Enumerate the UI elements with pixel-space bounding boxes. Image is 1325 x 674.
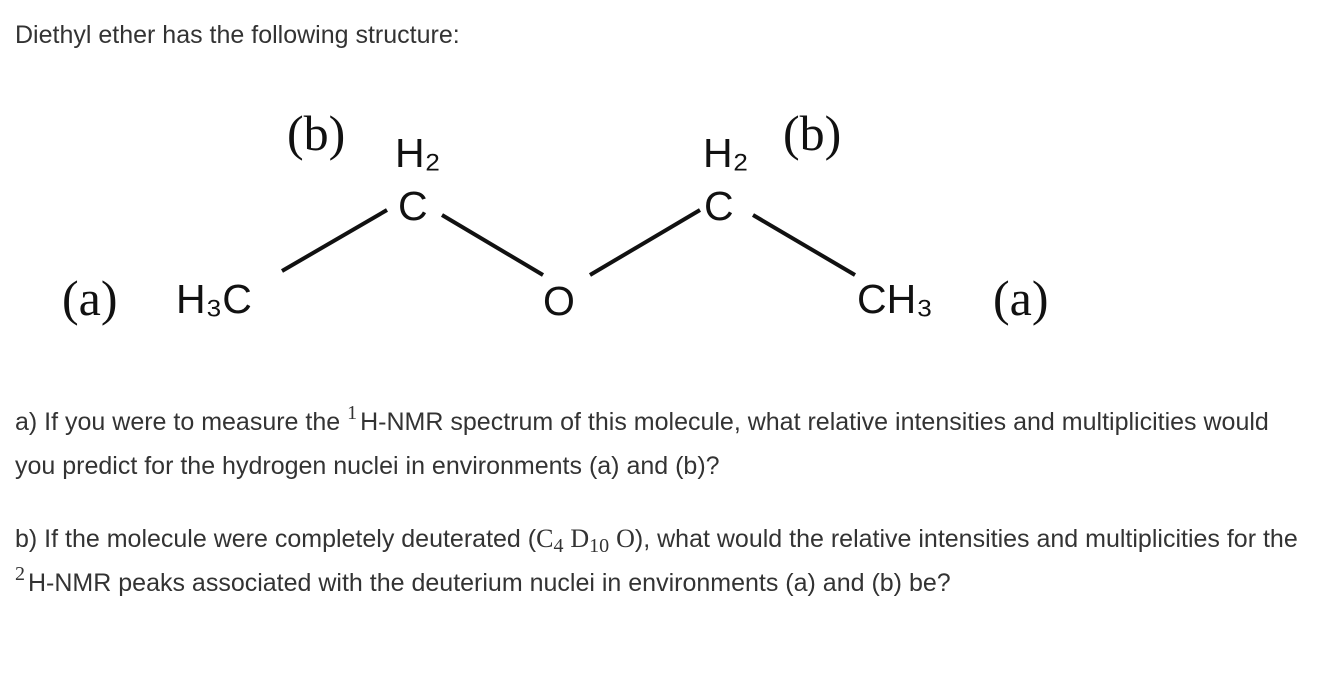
formula-d-sub: 10 (589, 535, 610, 557)
formula-c: C (536, 524, 554, 553)
question-a-rest: H-NMR spectrum of this molecule, what re… (15, 408, 1269, 480)
ch3-right: CH₃ (857, 276, 933, 322)
bond-ch3-ch2-left (280, 208, 389, 273)
question-b-rest: H-NMR peaks associated with the deuteriu… (28, 569, 951, 597)
c-right: C (704, 183, 734, 229)
env-a-left: (a) (62, 270, 118, 326)
h2-left: H₂ (395, 130, 441, 176)
formula-d: D (570, 524, 590, 553)
h2-right: H₂ (703, 130, 749, 176)
env-b-right: (b) (783, 105, 841, 161)
h3c-left: H₃C (176, 276, 252, 322)
env-a-right: (a) (993, 270, 1049, 326)
question-b: b) If the molecule were completely deute… (15, 517, 1305, 605)
c-left: C (398, 183, 428, 229)
intro-text: Diethyl ether has the following structur… (15, 21, 460, 49)
diethyl-ether-structure: (b) H₂ C H₂ (b) C (a) H₃C O CH₃ (a) (62, 105, 1049, 326)
question-a-superscript: 1 (347, 402, 358, 424)
bond-ch2-o-left (440, 213, 545, 277)
question-a-prefix: a) If you were to measure the (15, 408, 341, 436)
formula-o: O (616, 524, 635, 553)
question-b-prefix: b) If the molecule were completely deute… (15, 525, 537, 553)
formula-c-sub: 4 (553, 535, 564, 557)
question-b-middle: ), what would the relative intensities a… (634, 525, 1298, 553)
env-b-left: (b) (287, 105, 345, 161)
bond-o-ch2-right (588, 208, 702, 277)
question-b-superscript: 2 (15, 563, 25, 585)
bond-ch2-ch3-right (751, 213, 857, 277)
oxygen: O (543, 278, 575, 324)
